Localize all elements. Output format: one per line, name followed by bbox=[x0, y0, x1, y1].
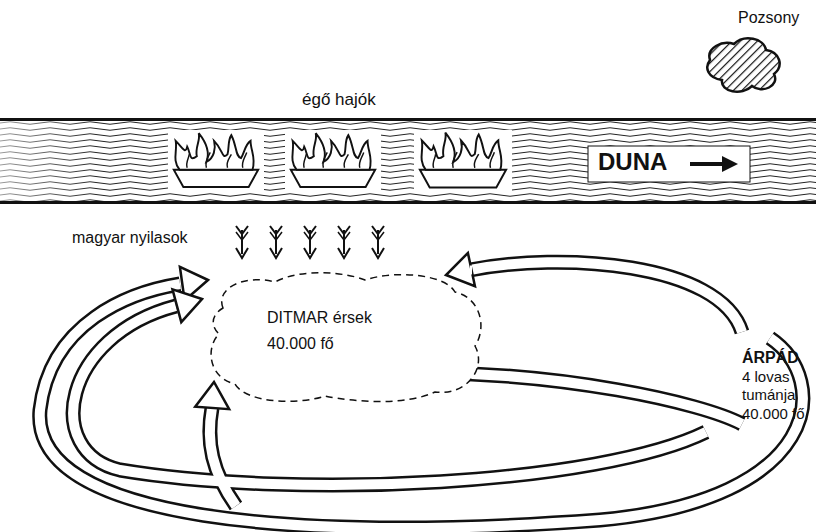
army-size: 40.000 fő bbox=[267, 334, 334, 353]
river-band: DUNA bbox=[0, 118, 816, 206]
army-desc: 4 lovas tumánja bbox=[742, 368, 812, 404]
cloud-outline bbox=[205, 268, 487, 406]
ships-note: égő hajók bbox=[302, 90, 376, 110]
army-name: DITMAR érsek bbox=[267, 308, 372, 327]
army-cloud: DITMAR érsek 40.000 fő bbox=[205, 268, 487, 406]
city-name: Pozsony bbox=[738, 8, 799, 27]
leader-name: ÁRPÁD bbox=[742, 348, 799, 367]
army-size: 40.000 fő bbox=[742, 405, 805, 423]
river-name: DUNA bbox=[598, 148, 667, 177]
archers-note: magyar nyilasok bbox=[72, 228, 188, 247]
